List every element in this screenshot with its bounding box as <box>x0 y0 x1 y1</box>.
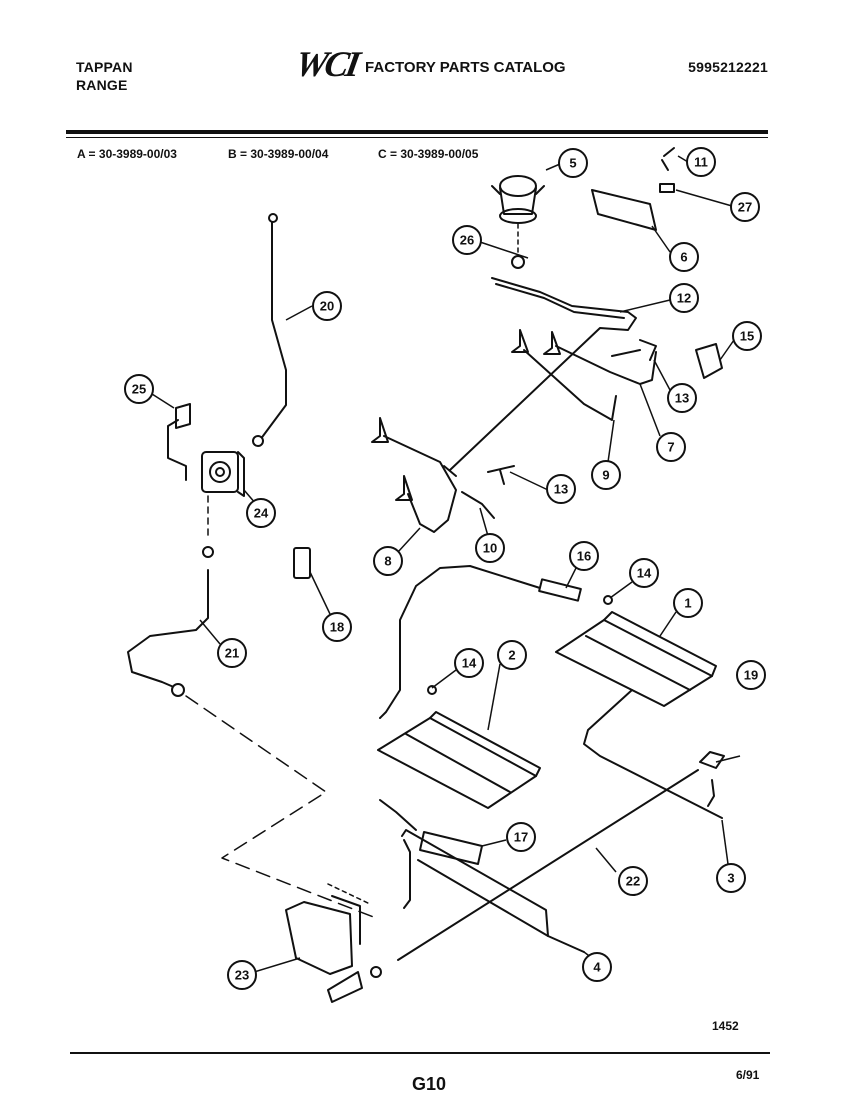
part-26-nut <box>511 255 525 269</box>
callout-27: 27 <box>738 200 752 215</box>
part-27-spring <box>659 183 675 193</box>
revision-date: 6/91 <box>736 1068 760 1082</box>
callout-7: 7 <box>667 440 674 455</box>
callout-3: 3 <box>727 871 734 886</box>
part-22-rod <box>397 769 699 961</box>
callout-19: 19 <box>744 668 758 683</box>
callout-18: 18 <box>330 620 344 635</box>
part-4-tube <box>403 839 411 909</box>
brand-block: TAPPAN RANGE <box>76 58 133 94</box>
part-5-valve <box>499 175 537 197</box>
part-12-manifold <box>449 277 637 471</box>
brand-name: TAPPAN <box>76 59 133 75</box>
part-25-bracket <box>167 403 191 481</box>
callout-11: 11 <box>694 155 708 170</box>
callout-15: 15 <box>740 329 754 344</box>
model-b: B = 30-3989-00/04 <box>228 147 329 161</box>
part-17-bracket <box>419 831 483 865</box>
part-7-lead <box>555 345 657 385</box>
part-10-tube <box>461 491 495 519</box>
part-11-clip <box>661 147 675 171</box>
callout-4: 4 <box>593 960 601 975</box>
page-number: G10 <box>412 1074 447 1094</box>
callout-16: 16 <box>577 549 591 564</box>
part-6-bracket <box>591 189 657 231</box>
callout-26: 26 <box>460 233 474 248</box>
part-3-tube <box>583 689 723 819</box>
callout-24: 24 <box>254 506 269 521</box>
callout-2: 2 <box>508 648 515 663</box>
catalog-title: FACTORY PARTS CATALOG <box>365 58 566 76</box>
callout-21: 21 <box>225 646 239 661</box>
callout-17: 17 <box>514 830 528 845</box>
figure-number: 1452 <box>712 1019 739 1033</box>
part-16-harness <box>379 565 541 719</box>
catalog-number: 5995212221 <box>688 59 768 75</box>
callout-14-lower: 14 <box>462 656 477 671</box>
callout-5: 5 <box>569 156 576 171</box>
callout-6: 6 <box>680 250 687 265</box>
part-23-valve <box>285 901 353 975</box>
part-21-tube <box>127 569 209 689</box>
callout-10: 10 <box>483 541 497 556</box>
callout-20: 20 <box>320 299 334 314</box>
product-type: RANGE <box>76 77 128 93</box>
header-rule <box>66 130 768 134</box>
part-20-tube <box>259 221 287 441</box>
part-13-igniter-upper <box>611 339 657 361</box>
callout-13-lower: 13 <box>554 482 568 497</box>
callout-12: 12 <box>677 291 691 306</box>
part-13-igniter-lower <box>487 465 515 485</box>
part-18-switch <box>293 547 311 579</box>
callout-1: 1 <box>684 596 691 611</box>
model-a: A = 30-3989-00/03 <box>77 147 177 161</box>
callout-22: 22 <box>626 874 640 889</box>
part-8-tube <box>383 435 457 533</box>
part-1-burner <box>555 619 713 707</box>
footer-rule <box>70 1052 770 1054</box>
model-c: C = 30-3989-00/05 <box>378 147 479 161</box>
callout-23: 23 <box>235 968 249 983</box>
callout-8: 8 <box>384 554 391 569</box>
part-19-bracket <box>699 751 725 769</box>
header-rule-thin <box>66 137 768 138</box>
part-15-switch <box>695 343 723 379</box>
callout-9: 9 <box>602 468 609 483</box>
part-9-lead <box>523 349 617 421</box>
catalog-heading: WCI FACTORY PARTS CATALOG <box>292 44 566 84</box>
part-24-thermostat <box>201 451 239 493</box>
callout-25: 25 <box>132 382 146 397</box>
callout-14-upper: 14 <box>637 566 652 581</box>
callout-13-upper: 13 <box>675 391 689 406</box>
